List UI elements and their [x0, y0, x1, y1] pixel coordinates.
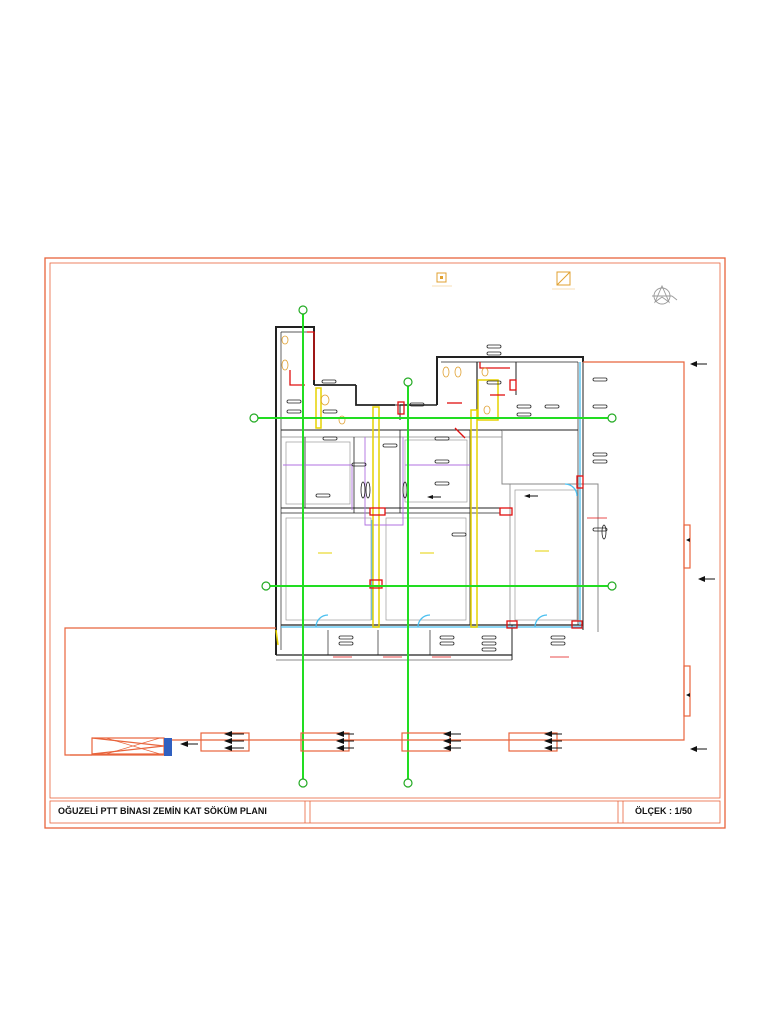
- drawing-frame: [44, 257, 726, 829]
- demolition-symbol-icon: [552, 271, 575, 290]
- building-walls: [275, 326, 599, 661]
- structural-axes: [254, 310, 612, 783]
- section-arrow-icon: [180, 731, 562, 751]
- drawing-scale: ÖLÇEK : 1/50: [635, 806, 693, 816]
- room-outlines: [285, 439, 578, 621]
- north-arrow-icon: [652, 284, 678, 305]
- sanitary-fixtures: [281, 335, 491, 425]
- cyan-lines: [281, 362, 583, 628]
- section-cut-marker: [164, 738, 172, 756]
- window-marks: [360, 481, 607, 540]
- room-label-marks: [318, 550, 549, 554]
- red-demolition-elements: [289, 331, 584, 629]
- axis-bubbles: [249, 305, 617, 788]
- level-marker-icon: [427, 361, 715, 752]
- red-label-marks: [333, 517, 607, 658]
- yellow-columns: [275, 379, 499, 646]
- legend-symbol-icon: [432, 272, 452, 287]
- drawing-title: OĞUZELİ PTT BİNASI ZEMİN KAT SÖKÜM PLANI: [58, 806, 267, 816]
- section-lines: [64, 361, 691, 756]
- purple-outline: [283, 437, 470, 526]
- annotation-tags: [286, 344, 608, 652]
